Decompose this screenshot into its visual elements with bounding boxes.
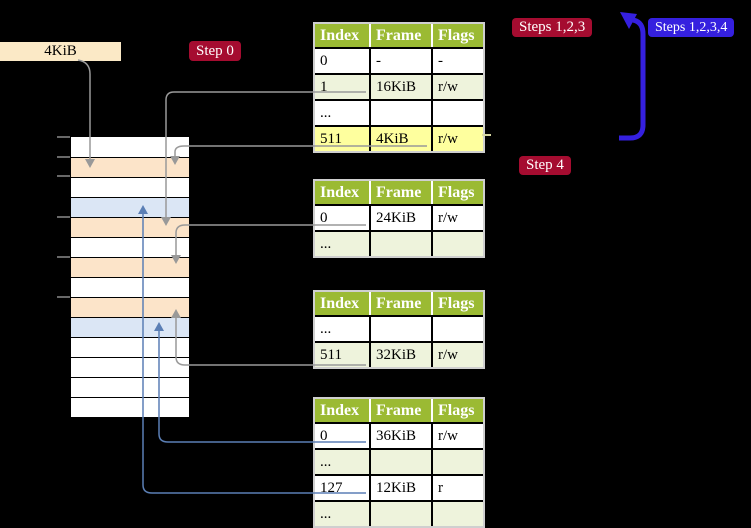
column-header: Index — [315, 181, 369, 204]
table-cell: r/w — [431, 73, 483, 99]
column-header: Flags — [431, 24, 483, 47]
memory-row-page-table — [71, 297, 189, 317]
column-header: Frame — [369, 292, 431, 315]
address-ticks — [57, 136, 70, 298]
table-cell: 12KiB — [369, 474, 431, 500]
column-header: Flags — [431, 181, 483, 204]
table-cell: 0 — [315, 422, 369, 448]
table-cell: 4KiB — [369, 125, 431, 151]
table-cell: ... — [315, 99, 369, 125]
table-cell — [431, 230, 483, 256]
column-header: Index — [315, 24, 369, 47]
column-header: Flags — [431, 399, 483, 422]
table-cell: 36KiB — [369, 422, 431, 448]
table-cell — [431, 315, 483, 341]
table-cell — [369, 315, 431, 341]
table-cell — [431, 99, 483, 125]
badge-steps-1234: Steps 1,2,3,4 — [648, 18, 735, 37]
table-cell — [431, 448, 483, 474]
table-cell: - — [369, 47, 431, 73]
memory-row-free — [71, 177, 189, 197]
table-cell: - — [431, 47, 483, 73]
table-cell: 0 — [315, 47, 369, 73]
memory-row-mapped-page — [71, 317, 189, 337]
badge-step-0: Step 0 — [189, 41, 241, 61]
column-header: Frame — [369, 24, 431, 47]
table-cell: 127 — [315, 474, 369, 500]
table-cell — [369, 230, 431, 256]
frame-4kib-label: 4KiB — [0, 42, 121, 61]
table-cell: 24KiB — [369, 204, 431, 230]
table-cell: 511 — [315, 125, 369, 151]
column-header: Flags — [431, 292, 483, 315]
memory-row-free — [71, 337, 189, 357]
table-cell — [369, 448, 431, 474]
memory-row-free — [71, 377, 189, 397]
recursive-loop-arrow — [619, 17, 646, 141]
memory-row-free — [71, 137, 189, 157]
table-cell: r — [431, 474, 483, 500]
table-cell: r/w — [431, 204, 483, 230]
table-cell: ... — [315, 230, 369, 256]
table-cell — [369, 500, 431, 526]
memory-row-free — [71, 357, 189, 377]
table-cell: 0 — [315, 204, 369, 230]
table-cell: 511 — [315, 341, 369, 367]
table-cell: 1 — [315, 73, 369, 99]
table-cell: ... — [315, 315, 369, 341]
memory-row-free — [71, 277, 189, 297]
badge-step-4: Step 4 — [519, 156, 571, 175]
table-cell — [431, 500, 483, 526]
table-cell: r/w — [431, 422, 483, 448]
memory-row-page-table — [71, 217, 189, 237]
column-header: Frame — [369, 181, 431, 204]
table-cell: r/w — [431, 341, 483, 367]
table-cell: ... — [315, 500, 369, 526]
table-cell: 16KiB — [369, 73, 431, 99]
table-cell: ... — [315, 448, 369, 474]
column-header: Index — [315, 292, 369, 315]
memory-row-page-table — [71, 157, 189, 177]
table-cell — [369, 99, 431, 125]
memory-row-mapped-page — [71, 197, 189, 217]
memory-strip — [70, 136, 190, 418]
column-header: Frame — [369, 399, 431, 422]
badge-steps-123: Steps 1,2,3 — [512, 18, 593, 37]
recursive-loop-arrowhead — [620, 12, 637, 29]
table-cell: r/w — [431, 125, 483, 151]
column-header: Index — [315, 399, 369, 422]
table-cell: 32KiB — [369, 341, 431, 367]
memory-row-page-table — [71, 257, 189, 277]
memory-row-free — [71, 397, 189, 417]
memory-row-free — [71, 237, 189, 257]
